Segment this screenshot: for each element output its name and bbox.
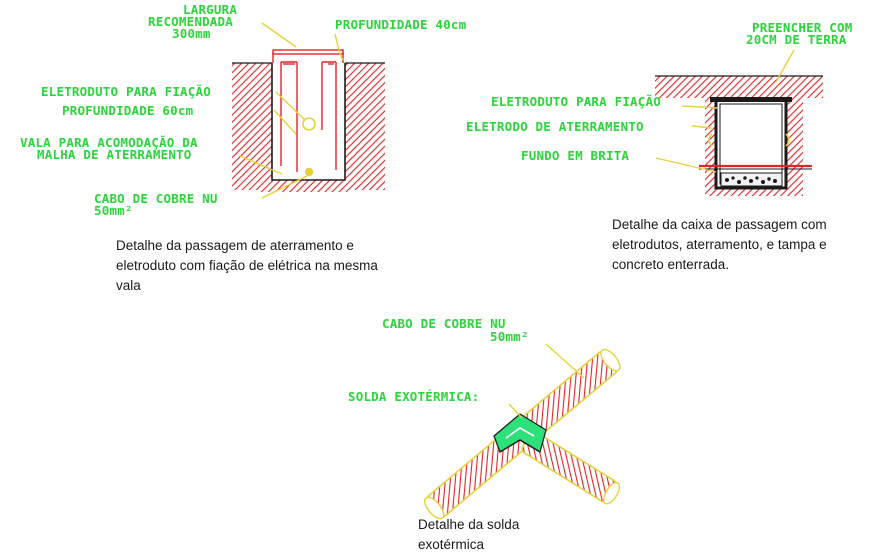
box-lid — [710, 97, 792, 102]
label-weld: SOLDA EXOTÉRMICA: — [348, 389, 479, 404]
gravel-bottom — [720, 172, 783, 187]
caption-trench-line2: eletroduto com fiação de elétrica na mes… — [116, 258, 378, 273]
leader-conduit — [275, 91, 306, 121]
label-depth60: PROFUNDIDADE 60cm — [62, 103, 194, 118]
leader-cable — [261, 175, 308, 199]
label-electrode: ELETRODO DE ATERRAMENTO — [466, 119, 644, 134]
label-weld-cable-line2: 50mm² — [490, 329, 529, 344]
label-gravel: FUNDO EM BRITA — [521, 148, 629, 163]
label-fill-line1: PREENCHER COM — [752, 20, 852, 35]
leader-trench — [239, 155, 283, 175]
label-trench-line2: MALHA DE ATERRAMENTO — [37, 147, 192, 162]
caption-trench-line3: vala — [116, 278, 141, 293]
soil-hatch-bottom2 — [705, 188, 803, 196]
leader-width — [261, 22, 297, 48]
label-depth40: PROFUNDIDADE 40cm — [335, 17, 467, 32]
caption-weld-line2: exotérmica — [418, 537, 485, 552]
conduit-circle — [302, 117, 316, 131]
conduit-right — [785, 133, 790, 147]
leader-depth40 — [334, 33, 344, 61]
label-box-conduit: ELETRODUTO PARA FIAÇÃO — [491, 94, 661, 109]
leader-weld — [508, 403, 523, 419]
label-fill-line2: 20CM DE TERRA — [746, 32, 847, 47]
label-cable-line1: CABO DE COBRE NU — [94, 191, 218, 206]
caption-trench-line1: Detalhe da passagem de aterramento e — [116, 238, 354, 253]
leader-electrode — [691, 125, 713, 129]
caption-box-line2: eletrodutos, aterramento, e tampa e — [612, 237, 827, 252]
label-width-line2: RECOMENDADA — [148, 14, 233, 29]
leader-weld-cable — [545, 343, 585, 379]
leader-box-conduit — [681, 105, 719, 109]
leader-depth60 — [273, 109, 297, 135]
leader-gravel — [655, 157, 717, 173]
label-conduit: ELETRODUTO PARA FIAÇÃO — [41, 84, 211, 99]
caption-box-line3: concreto enterrada. — [612, 257, 729, 272]
width-dimension-box — [272, 49, 344, 55]
soil-hatch-side-right — [785, 98, 803, 194]
conduit-left — [708, 133, 713, 147]
label-width-line1: LARGURA — [183, 2, 237, 17]
caption-box-line1: Detalhe da caixa de passagem com — [612, 217, 827, 232]
copper-cable-dot — [304, 167, 314, 177]
leader-fill — [775, 49, 795, 83]
exothermic-weld-detail — [423, 343, 621, 520]
trench-detail — [232, 22, 385, 199]
soil-hatch-top — [655, 76, 823, 98]
label-weld-cable-line1: CABO DE COBRE NU — [382, 316, 506, 331]
junction-box-detail — [655, 49, 823, 196]
label-trench-line1: VALA PARA ACOMODAÇÃO DA — [20, 135, 198, 150]
soil-hatch-right — [290, 63, 385, 190]
soil-hatch-left — [232, 63, 272, 190]
label-width-line3: 300mm — [172, 26, 211, 41]
depth60-marker — [321, 61, 337, 170]
caption-weld-line1: Detalhe da solda — [418, 517, 520, 532]
label-cable-line2: 50mm² — [94, 203, 133, 218]
depth40-marker — [280, 61, 298, 172]
